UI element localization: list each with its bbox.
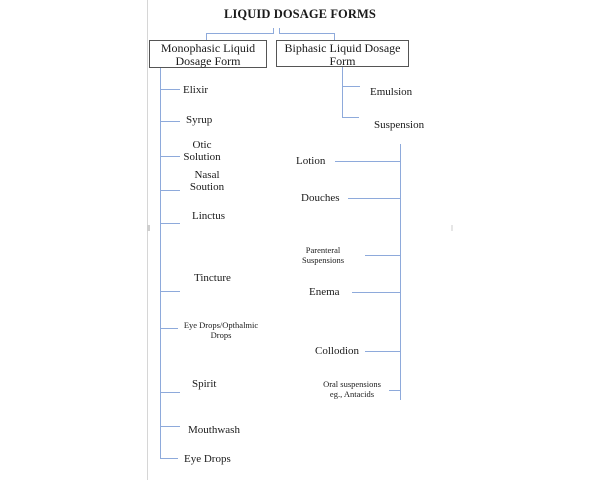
connector-title-left-h [206, 33, 273, 34]
suspension-trunk [400, 144, 401, 400]
item-suspension: Suspension [374, 119, 425, 131]
item-douches: Douches [301, 192, 340, 204]
branch-enema [352, 292, 400, 293]
item-spirit: Spirit [192, 378, 217, 390]
branch-elixir [160, 89, 180, 90]
branch-lotion [335, 161, 400, 162]
branch-collodion [365, 351, 400, 352]
item-lotion: Lotion [296, 155, 326, 167]
monophasic-heading-line2: Dosage Form [175, 54, 241, 68]
item-elixir: Elixir [183, 84, 209, 96]
diagram-title: LIQUID DOSAGE FORMS [224, 7, 376, 21]
item-nasal-solution: Nasal Soution [189, 169, 225, 193]
branch-suspension [342, 117, 359, 118]
connector-title-right-h [279, 33, 334, 34]
branch-emulsion [342, 86, 360, 87]
page-margin-marker-left [147, 225, 150, 231]
branch-nasal [160, 190, 180, 191]
branch-oral-suspensions [389, 390, 401, 391]
item-emulsion: Emulsion [370, 86, 413, 98]
connector-title-right-v [334, 33, 335, 40]
item-eye-drops: Eye Drops [184, 453, 231, 465]
branch-tincture [160, 291, 180, 292]
biphasic-heading-box: Biphasic Liquid Dosage Form [276, 40, 409, 68]
branch-linctus [160, 223, 180, 224]
item-tincture: Tincture [194, 272, 231, 284]
branch-douches [348, 198, 400, 199]
branch-syrup [160, 121, 180, 122]
biphasic-heading-line2: Form [329, 54, 356, 68]
connector-title-stem-left [273, 28, 274, 34]
monophasic-heading-box: Monophasic Liquid Dosage Form [149, 40, 267, 68]
biphasic-trunk [342, 67, 343, 118]
branch-eyedrops-opthalmic [160, 328, 178, 329]
biphasic-heading-line1: Biphasic Liquid Dosage [284, 41, 401, 55]
item-otic-solution: Otic Solution [183, 139, 221, 163]
branch-otic [160, 156, 180, 157]
item-mouthwash: Mouthwash [188, 424, 240, 436]
item-enema: Enema [309, 286, 340, 298]
item-eye-drops-opthalmic: Eye Drops/Opthalmic Drops [183, 320, 259, 340]
page-edge-divider [147, 0, 148, 480]
page-margin-marker-right [451, 225, 453, 231]
item-oral-suspensions: Oral suspensions eg., Antacids [323, 379, 381, 399]
item-parenteral-suspensions: Parenteral Suspensions [301, 245, 345, 265]
item-syrup: Syrup [186, 114, 213, 126]
item-collodion: Collodion [315, 345, 360, 357]
monophasic-trunk [160, 68, 161, 459]
branch-parenteral [365, 255, 400, 256]
connector-title-left-v [206, 33, 207, 40]
branch-spirit [160, 392, 180, 393]
monophasic-heading-line1: Monophasic Liquid [160, 41, 256, 55]
connector-title-stem-right [279, 28, 280, 34]
branch-eye-drops [160, 458, 178, 459]
item-linctus: Linctus [192, 210, 225, 222]
branch-mouthwash [160, 426, 180, 427]
